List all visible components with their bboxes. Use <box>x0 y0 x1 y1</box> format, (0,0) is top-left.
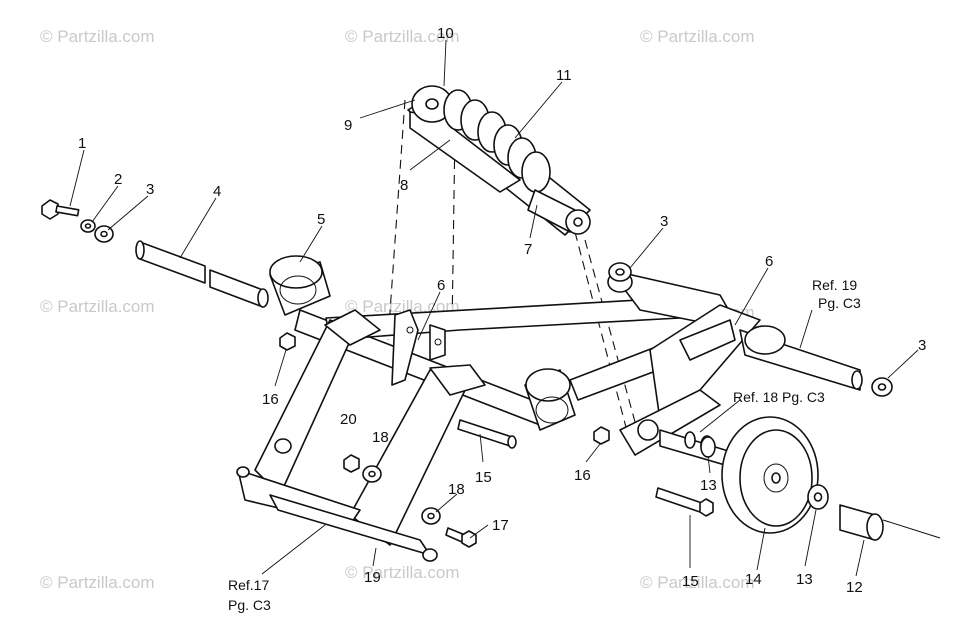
tube-4 <box>135 240 269 308</box>
callout-7: 7 <box>524 241 532 258</box>
watermark: © Partzilla.com <box>40 27 155 46</box>
callout-17: 17 <box>492 517 509 534</box>
callout-18: 18 <box>372 429 389 446</box>
callout-3: 3 <box>918 337 926 354</box>
callout-12: 12 <box>846 579 863 596</box>
pivot-cup-5 <box>269 255 331 316</box>
callout-18: 18 <box>448 481 465 498</box>
swing-arm-left <box>236 309 486 562</box>
nut-16-right <box>593 426 610 445</box>
watermark: © Partzilla.com <box>640 573 755 592</box>
reference-18: Ref. 18 Pg. C3 <box>733 389 825 405</box>
callout-19: 19 <box>364 569 381 586</box>
bolt-1 <box>41 199 80 220</box>
watermark: © Partzilla.com <box>345 563 460 582</box>
reference-19-line2: Pg. C3 <box>818 295 861 311</box>
bolt-17 <box>445 527 477 548</box>
watermark: © Partzilla.com <box>40 297 155 316</box>
callout-13: 13 <box>700 477 717 494</box>
callout-3: 3 <box>146 181 154 198</box>
washer-3-right <box>871 377 893 397</box>
callout-10: 10 <box>437 25 454 42</box>
bolt-15-right <box>655 487 714 517</box>
leader-lines <box>69 39 919 577</box>
callout-6: 6 <box>437 277 445 294</box>
callout-numbers: 1 2 3 4 5 6 7 8 9 10 11 3 6 3 16 16 20 1… <box>78 25 926 596</box>
callout-15: 15 <box>682 573 699 590</box>
washer-18-a <box>362 465 382 483</box>
alignment-lines <box>387 99 641 441</box>
reference-17-line2: Pg. C3 <box>228 597 271 613</box>
watermark: © Partzilla.com <box>640 27 755 46</box>
callout-15: 15 <box>475 469 492 486</box>
nut-16-left <box>279 332 296 351</box>
callout-13: 13 <box>796 571 813 588</box>
nut-20 <box>343 454 360 473</box>
idler-wheel-14 <box>721 416 819 534</box>
callout-2: 2 <box>114 171 122 188</box>
callout-16: 16 <box>574 467 591 484</box>
callout-3: 3 <box>660 213 668 230</box>
callout-1: 1 <box>78 135 86 152</box>
washer-2 <box>80 219 96 233</box>
callout-9: 9 <box>344 117 352 134</box>
callout-8: 8 <box>400 177 408 194</box>
bracket-6-left <box>391 309 446 386</box>
spacer-12 <box>839 504 941 541</box>
callout-4: 4 <box>213 183 221 200</box>
shock-absorber <box>407 85 591 236</box>
reference-19-line1: Ref. 19 <box>812 277 857 293</box>
callout-14: 14 <box>745 571 762 588</box>
washer-13-right <box>807 484 829 510</box>
callout-6: 6 <box>765 253 773 270</box>
reference-labels: Ref. 19 Pg. C3 Ref. 18 Pg. C3 Ref.17 Pg.… <box>228 277 861 613</box>
washer-18-b <box>421 507 441 525</box>
callout-20: 20 <box>340 411 357 428</box>
watermarks: © Partzilla.com © Partzilla.com © Partzi… <box>40 27 755 592</box>
reference-17-line1: Ref.17 <box>228 577 269 593</box>
callout-5: 5 <box>317 211 325 228</box>
washer-3-mid <box>608 262 632 282</box>
spacer-13 <box>700 436 716 458</box>
callout-11: 11 <box>556 67 572 84</box>
watermark: © Partzilla.com <box>40 573 155 592</box>
callout-16: 16 <box>262 391 279 408</box>
bolt-15-mid <box>457 419 517 449</box>
watermark: © Partzilla.com <box>345 27 460 46</box>
